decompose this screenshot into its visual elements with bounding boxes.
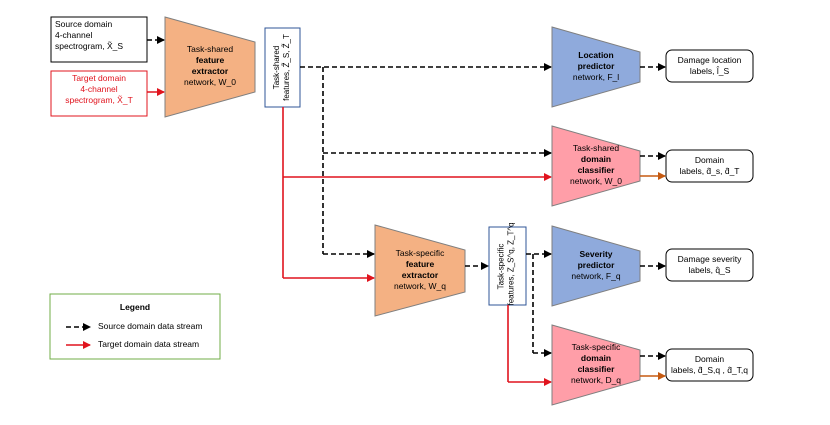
specific-extractor-line1: Task-specific [395,248,445,258]
source-streams [147,36,666,360]
specific-features-line2: features, Z_S^q, Z_T^q [506,222,516,306]
legend-target-text: Target domain data stream [98,339,200,349]
shared-extractor-line2: feature [195,55,225,65]
target-streams [147,88,552,386]
target-line1: Target domain [72,73,126,83]
specific-extractor-label: Task-specific feature extractor network,… [375,248,465,292]
severity-predictor-shape [551,225,641,307]
shared-features-box [264,27,301,108]
shared-extractor-label: Task-shared feature extractor network, W… [165,44,255,88]
target-input-box [50,70,148,117]
shared-features-line1: Task-shared [272,45,281,90]
source-line2: 4-channel [55,30,93,40]
target-line3: spectrogram, X̃_T [65,95,133,105]
specific-classifier-shape [551,324,641,406]
source-input-box [50,16,148,63]
legend-title: Legend [119,302,151,312]
specific-classifier-label: Task-specific domain classifier network,… [552,342,640,386]
location-output-line1: Damage location [677,55,742,65]
severity-output-box [665,248,754,282]
specific-classifier-line2: domain [580,353,612,363]
domain2-output-line1: Domain [694,354,725,364]
specific-classifier-line4: network, D_q [570,375,622,385]
location-predictor-label: Location predictor network, F_l [552,50,640,83]
source-line3: spectrogram, X̃_S [55,41,124,51]
domain2-output-line2: labels, d̂_S,q , d̂_T,q [670,365,749,375]
specific-features-box [488,226,527,306]
source-input-label: Source domain 4-channel spectrogram, X̃_… [55,19,123,52]
specific-classifier-line3: classifier [577,364,615,374]
severity-line2: predictor [577,260,615,270]
source-line1: Source domain [55,19,113,29]
location-output-label: Damage location labels, l̂_S [666,55,753,77]
location-output-line2: labels, l̂_S [689,66,730,76]
shared-classifier-line1: Task-shared [572,143,620,153]
specific-features-line1: Task-specific [496,243,506,290]
location-line2: predictor [577,61,615,71]
shared-extractor-line3: extractor [191,66,229,76]
severity-line3: network, F_q [571,271,621,281]
location-line1: Location [578,50,614,60]
domain1-output-line1: Domain [694,155,725,165]
specific-extractor-line3: extractor [401,270,439,280]
domain2-output-label: Domain labels, d̂_S,q , d̂_T,q [666,354,753,376]
shared-features-line2: features, Z̃_S, Z̃_T [282,34,291,101]
shared-classifier-label: Task-shared domain classifier network, W… [552,143,640,187]
severity-output-label: Damage severity labels, q̂_S [666,254,753,276]
shared-classifier-line3: classifier [577,165,615,175]
domain1-output-label: Domain labels, d̂_s, d̂_T [666,155,753,177]
severity-output-line2: labels, q̂_S [688,265,731,275]
legend-source-text: Source domain data stream [98,321,203,331]
severity-predictor-label: Severity predictor network, F_q [552,249,640,282]
severity-line1: Severity [579,249,613,259]
shared-extractor-line4: network, W_0 [184,77,236,87]
target-input-label: Target domain 4-channel spectrogram, X̃_… [51,73,147,106]
severity-output-line1: Damage severity [677,254,742,264]
shared-extractor-line1: Task-shared [186,44,234,54]
location-output-box [665,49,754,83]
domain1-output-box [665,149,754,183]
domain1-output-line2: labels, d̂_s, d̂_T [679,166,740,176]
location-predictor-shape [551,26,641,108]
location-line3: network, F_l [572,72,620,82]
specific-features-label: Task-specific features, Z_S^q, Z_T^q [496,222,518,306]
classifier-output-arrows [640,172,666,380]
shared-extractor-shape [164,16,256,118]
shared-classifier-line4: network, W_0 [570,176,622,186]
domain2-output-box [665,348,754,382]
shared-classifier-line2: domain [580,154,612,164]
target-line2: 4-channel [80,84,118,94]
specific-extractor-line4: network, W_q [394,281,446,291]
shared-classifier-shape [551,125,641,207]
shared-features-label: Task-shared features, Z̃_S, Z̃_T [272,28,293,107]
specific-extractor-line2: feature [405,259,435,269]
specific-classifier-line1: Task-specific [571,342,621,352]
specific-extractor-shape [374,224,466,317]
